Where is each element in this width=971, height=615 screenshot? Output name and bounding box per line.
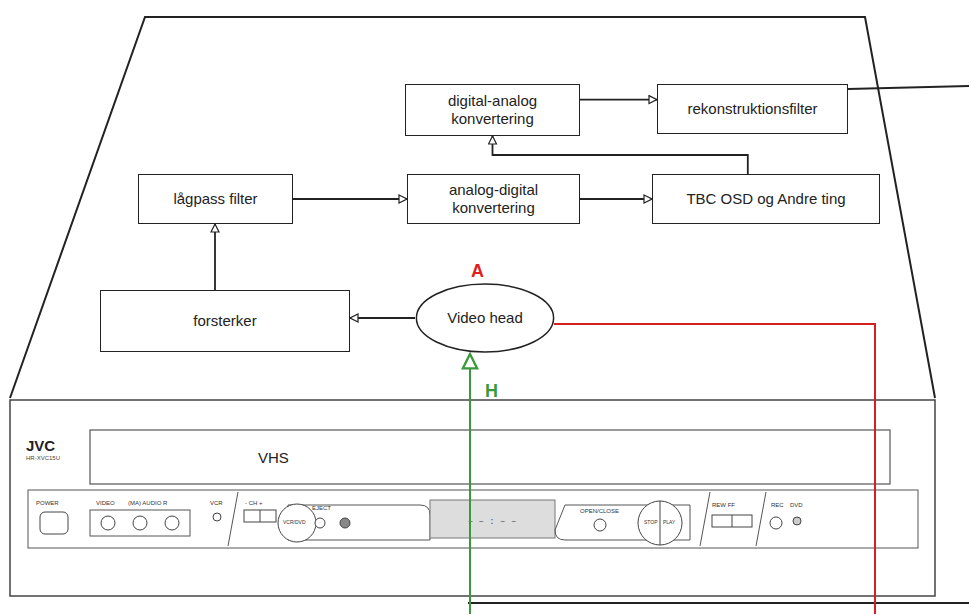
dvd-led bbox=[793, 517, 801, 525]
process-box: TBC OSD og Andre ting bbox=[652, 174, 880, 224]
signal-arrow bbox=[293, 198, 407, 200]
front-panel bbox=[10, 400, 935, 596]
bottom-line bbox=[468, 602, 969, 604]
button-label: VCR/DVD bbox=[283, 520, 306, 525]
tape-door bbox=[90, 430, 890, 484]
button-label: - CH + bbox=[245, 500, 263, 506]
process-box: forsterker bbox=[100, 290, 350, 352]
rew-ff-button bbox=[712, 515, 752, 527]
button-label: EJECT bbox=[312, 505, 331, 511]
svg-text:– – : – –: – – : – – bbox=[468, 517, 517, 527]
button-label: POWER bbox=[36, 500, 59, 506]
signal-arrow bbox=[493, 136, 748, 174]
panel-divider bbox=[700, 492, 710, 546]
jack bbox=[165, 516, 179, 530]
jack bbox=[101, 516, 115, 530]
model-number: HR-XVC15U bbox=[26, 455, 60, 461]
display-window bbox=[430, 500, 555, 538]
signal-arrow bbox=[580, 198, 652, 200]
box-label: digital-analog konvertering bbox=[414, 92, 571, 128]
signal-arrow bbox=[580, 99, 657, 101]
button bbox=[340, 518, 350, 528]
open-close-button bbox=[594, 519, 606, 531]
power-button bbox=[40, 512, 68, 534]
button-label: REW FF bbox=[712, 502, 735, 508]
ch-button bbox=[244, 510, 276, 522]
eject-button bbox=[315, 518, 325, 528]
output-wire bbox=[848, 86, 969, 89]
stop-play-button bbox=[638, 501, 682, 545]
button-label: DVD bbox=[790, 502, 803, 508]
video-head-ellipse: Video head bbox=[415, 283, 555, 353]
housing-outline bbox=[10, 17, 935, 398]
box-label: Video head bbox=[447, 309, 523, 327]
button-label: OPEN/CLOSE bbox=[580, 508, 619, 514]
process-box: digital-analog konvertering bbox=[405, 84, 580, 136]
panel-divider bbox=[756, 492, 766, 546]
button-label: PLAY bbox=[663, 520, 675, 525]
callout-letter: A bbox=[471, 262, 484, 280]
button-label: STOP bbox=[644, 520, 658, 525]
process-box: rekonstruktionsfilter bbox=[657, 84, 848, 134]
jack-panel bbox=[90, 510, 190, 536]
led bbox=[213, 513, 221, 521]
process-box: analog-digital konvertering bbox=[407, 174, 580, 224]
box-label: TBC OSD og Andre ting bbox=[686, 190, 845, 208]
vcr-dvd-button bbox=[278, 504, 316, 542]
brand-name: JVC bbox=[26, 438, 55, 453]
rec-button bbox=[770, 517, 782, 529]
box-label: lågpass filter bbox=[173, 190, 257, 208]
box-label: analog-digital konvertering bbox=[416, 181, 571, 217]
callout-letter: H bbox=[485, 382, 498, 400]
control-strip bbox=[28, 490, 918, 548]
signal-wire bbox=[469, 354, 471, 614]
button-label: REC bbox=[771, 502, 784, 508]
jack bbox=[133, 516, 147, 530]
signal-arrow bbox=[350, 317, 415, 319]
panel-divider bbox=[228, 492, 238, 546]
button-label: VCR bbox=[210, 500, 223, 506]
signal-wire bbox=[554, 324, 875, 614]
box-label: rekonstruktionsfilter bbox=[687, 100, 817, 118]
signal-arrow bbox=[214, 224, 216, 290]
box-label: forsterker bbox=[193, 312, 256, 330]
jack-label: (MA) AUDIO R bbox=[128, 500, 167, 506]
process-box: lågpass filter bbox=[138, 174, 293, 224]
format-label: VHS bbox=[258, 450, 289, 465]
jack-label: VIDEO bbox=[96, 500, 115, 506]
